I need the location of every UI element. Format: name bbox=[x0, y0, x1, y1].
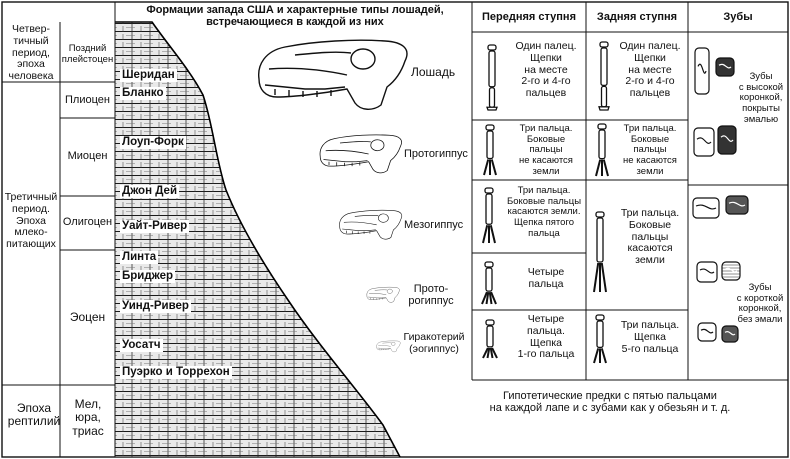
hind-foot-desc-5: Три пальца. Щепка 5-го пальца bbox=[620, 319, 680, 355]
front-foot-desc-3: Три пальца. Боковые пальцы касаются земл… bbox=[506, 185, 582, 239]
hind-foot-r5 bbox=[593, 314, 607, 364]
epoch-eocene: Эоцен bbox=[69, 310, 106, 324]
tooth-low-1 bbox=[692, 197, 720, 219]
hind-foot-r2 bbox=[595, 123, 609, 177]
front-foot-header: Передняя ступня bbox=[482, 11, 576, 23]
era-tertiary: Третичный период. Эпоха млеко- питающих bbox=[4, 191, 58, 250]
front-foot-r2 bbox=[483, 124, 497, 176]
formation-loup-fork: Лоуп-Форк bbox=[120, 136, 186, 149]
skull-protohippus bbox=[319, 134, 402, 174]
skull-protorohippus bbox=[366, 287, 400, 303]
tooth-low-3 bbox=[696, 261, 718, 283]
era-quaternary: Четвер- тичный период, эпоха человека bbox=[8, 23, 54, 82]
front-foot-r4 bbox=[481, 261, 497, 305]
formation-wind-river: Уинд-Ривер bbox=[120, 300, 191, 313]
hind-foot-desc-3: Три пальца. Боковые пальцы касаются земл… bbox=[620, 207, 680, 266]
epoch-pliocene: Плиоцен bbox=[65, 94, 110, 106]
tooth-high-3 bbox=[693, 127, 715, 157]
front-foot-r5 bbox=[482, 319, 498, 359]
epoch-miocene: Миоцен bbox=[67, 150, 108, 162]
formation-white-river: Уайт-Ривер bbox=[120, 220, 190, 233]
tooth-low-5 bbox=[697, 322, 717, 342]
tooth-low-2 bbox=[725, 195, 749, 215]
tooth-low-4 bbox=[721, 261, 741, 281]
formation-blanco: Бланко bbox=[120, 87, 166, 100]
formation-wasatch: Уосатч bbox=[120, 339, 163, 352]
front-foot-desc-4: Четыре пальца bbox=[527, 266, 565, 290]
front-foot-desc-1: Один палец. Щепки на месте 2-го и 4-го п… bbox=[515, 40, 577, 99]
teeth-high-crown-desc: Зубы с высокой коронкой, покрыты эмалью bbox=[738, 71, 784, 125]
epoch-mesozoic: Мел, юра, триас bbox=[72, 397, 104, 438]
horse-protohippus-label: Протогиппус bbox=[404, 148, 468, 160]
epoch-late-pleistocene: Поздний плейстоцен bbox=[61, 43, 114, 65]
formation-puerco: Пуэрко и Торрехон bbox=[120, 366, 232, 379]
front-foot-r3 bbox=[482, 187, 496, 244]
tooth-high-1 bbox=[694, 47, 710, 95]
skull-mesohippus bbox=[339, 209, 403, 240]
hind-foot-desc-2: Три пальца. Боковые пальцы не касаются з… bbox=[623, 123, 677, 177]
tooth-high-4 bbox=[717, 125, 737, 155]
epoch-oligocene: Олигоцен bbox=[62, 216, 113, 228]
skull-hyracotherium bbox=[376, 340, 401, 352]
horse-mesohippus-label: Мезогиппус bbox=[404, 219, 464, 231]
formation-john-day: Джон Дей bbox=[120, 185, 180, 198]
horse-hyracotherium-label: Гиракотерий (эогиппус) bbox=[403, 331, 465, 355]
front-foot-desc-5: Четыре пальца. Щепка 1-го пальца bbox=[517, 313, 575, 361]
tooth-low-6 bbox=[721, 325, 739, 343]
tooth-high-2 bbox=[715, 57, 735, 77]
hind-foot-r3 bbox=[593, 211, 607, 293]
skull-equus bbox=[258, 39, 408, 110]
formation-bridger: Бриджер bbox=[120, 270, 176, 283]
hind-foot-desc-1: Один палец. Щепки на месте 2-го и 4-го п… bbox=[619, 40, 681, 99]
ancestors-note: Гипотетические предки с пятью пальцами н… bbox=[489, 390, 731, 415]
hind-foot-header: Задняя ступня bbox=[596, 11, 678, 23]
era-reptiles: Эпоха рептилий bbox=[7, 401, 61, 429]
teeth-header: Зубы bbox=[723, 11, 753, 23]
formation-sheridan: Шеридан bbox=[120, 69, 177, 82]
front-foot-r1 bbox=[486, 44, 498, 111]
hind-foot-r1 bbox=[598, 41, 610, 111]
formations-header: Формации запада США и характерные типы л… bbox=[146, 4, 444, 29]
front-foot-desc-2: Три пальца. Боковые пальцы не касаются з… bbox=[519, 123, 573, 177]
horse-protorohippus-label: Прото- рогиппус bbox=[408, 283, 454, 308]
teeth-low-crown-desc: Зубы с короткой коронкой, без эмали bbox=[736, 282, 784, 325]
formation-linta: Линта bbox=[120, 251, 159, 264]
horse-equus-label: Лошадь bbox=[411, 65, 456, 79]
